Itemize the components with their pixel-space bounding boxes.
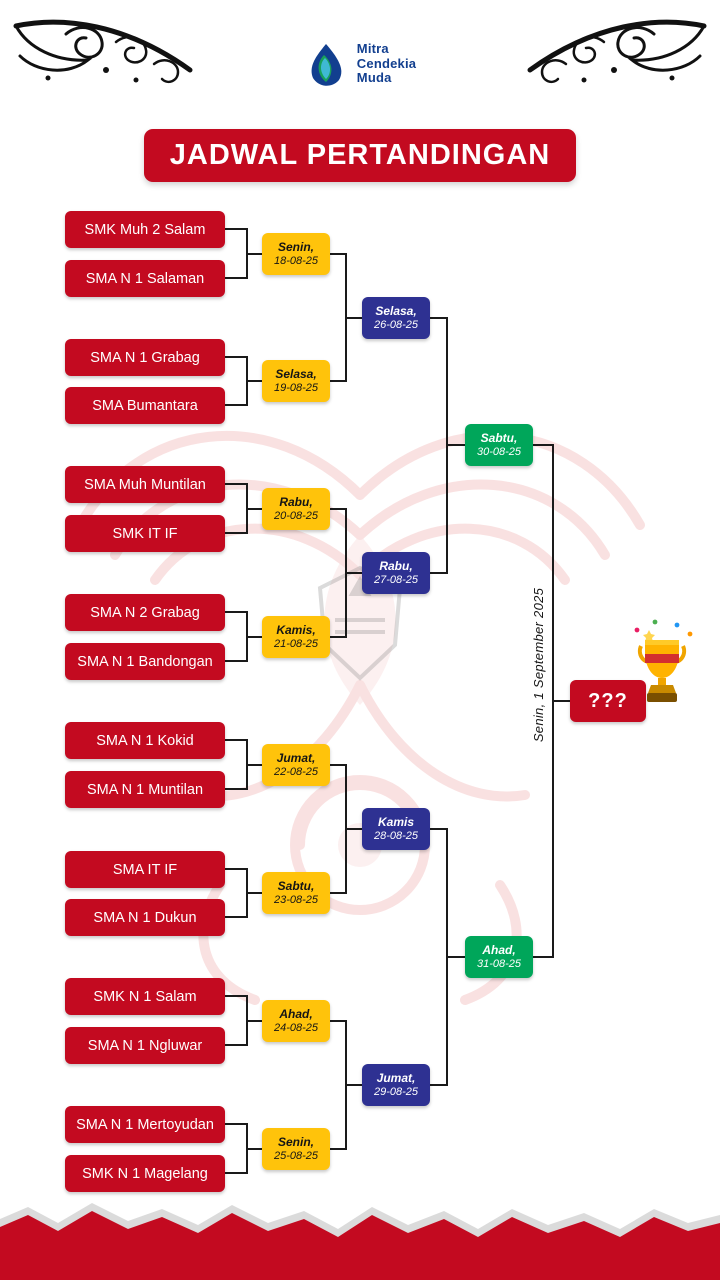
round2-match-box: Jumat,29-08-25 xyxy=(362,1064,430,1106)
match-day: Senin, xyxy=(277,1134,314,1149)
match-day: Rabu, xyxy=(379,558,413,573)
title-banner: JADWAL PERTANDINGAN xyxy=(144,129,576,182)
match-day: Selasa, xyxy=(375,303,417,318)
team-name: SMK IT IF xyxy=(112,525,178,542)
match-day: Ahad, xyxy=(482,942,516,957)
team-box: SMA N 2 Grabag xyxy=(65,594,225,631)
match-date: 29-08-25 xyxy=(373,1085,419,1098)
team-box: SMA N 1 Ngluwar xyxy=(65,1027,225,1064)
team-box: SMA N 1 Grabag xyxy=(65,339,225,376)
team-name: SMA N 2 Grabag xyxy=(90,604,200,621)
page-title: JADWAL PERTANDINGAN xyxy=(169,139,551,171)
match-day: Ahad, xyxy=(279,1006,313,1021)
match-day: Sabtu, xyxy=(277,878,315,893)
team-name: SMA Bumantara xyxy=(92,397,198,414)
match-date: 25-08-25 xyxy=(273,1149,319,1162)
team-name: SMK N 1 Magelang xyxy=(82,1165,208,1182)
match-day: Rabu, xyxy=(279,494,313,509)
organizer-logo: Mitra Cendekia Muda xyxy=(0,42,720,86)
team-name: SMA N 1 Muntilan xyxy=(86,781,204,798)
match-day: Selasa, xyxy=(275,366,317,381)
match-date: 20-08-25 xyxy=(273,509,319,522)
round1-match-box: Selasa,19-08-25 xyxy=(262,360,330,402)
match-day: Kamis, xyxy=(276,622,316,637)
champion-placeholder: ??? xyxy=(588,689,628,712)
logo-wordmark: Mitra Cendekia Muda xyxy=(357,42,416,86)
team-name: SMA N 1 Grabag xyxy=(90,349,200,366)
corner-flourish-left xyxy=(13,19,193,84)
trophy-icon xyxy=(634,619,693,702)
team-name: SMK N 1 Salam xyxy=(93,988,197,1005)
team-name: SMA N 1 Kokid xyxy=(96,732,194,749)
team-box: SMA N 1 Muntilan xyxy=(65,771,225,808)
team-box: SMA Muh Muntilan xyxy=(65,466,225,503)
team-box: SMA IT IF xyxy=(65,851,225,888)
round1-match-box: Jumat,22-08-25 xyxy=(262,744,330,786)
match-date: 27-08-25 xyxy=(373,573,419,586)
team-box: SMA Bumantara xyxy=(65,387,225,424)
logo-line-3: Muda xyxy=(356,70,392,86)
round1-match-box: Sabtu,23-08-25 xyxy=(262,872,330,914)
team-box: SMA N 1 Mertoyudan xyxy=(65,1106,225,1143)
team-name: SMK Muh 2 Salam xyxy=(84,221,206,238)
semifinal-match-box: Ahad,31-08-25 xyxy=(465,936,533,978)
team-name: SMA IT IF xyxy=(112,861,178,878)
team-box: SMK Muh 2 Salam xyxy=(65,211,225,248)
champion-box: ??? xyxy=(570,680,646,722)
team-box: SMK N 1 Magelang xyxy=(65,1155,225,1192)
team-name: SMA Muh Muntilan xyxy=(84,476,206,493)
match-day: Senin, xyxy=(277,239,314,254)
round2-match-box: Rabu,27-08-25 xyxy=(362,552,430,594)
match-day: Jumat, xyxy=(276,750,316,765)
team-name: SMA N 1 Salaman xyxy=(85,270,205,287)
match-day: Sabtu, xyxy=(480,430,518,445)
match-date: 19-08-25 xyxy=(273,381,319,394)
final-date-label: Senin, 1 September 2025 xyxy=(531,587,546,743)
semifinal-match-box: Sabtu,30-08-25 xyxy=(465,424,533,466)
match-date: 24-08-25 xyxy=(273,1021,319,1034)
logo-line-1: Mitra xyxy=(356,41,389,57)
team-name: SMA N 1 Ngluwar xyxy=(87,1037,203,1054)
team-box: SMK N 1 Salam xyxy=(65,978,225,1015)
team-name: SMA N 1 Dukun xyxy=(93,909,197,926)
team-box: SMA N 1 Kokid xyxy=(65,722,225,759)
round1-match-box: Senin,18-08-25 xyxy=(262,233,330,275)
round2-match-box: Selasa,26-08-25 xyxy=(362,297,430,339)
match-date: 31-08-25 xyxy=(476,957,522,970)
match-day: Kamis xyxy=(377,814,415,829)
round1-match-box: Ahad,24-08-25 xyxy=(262,1000,330,1042)
round1-match-box: Rabu,20-08-25 xyxy=(262,488,330,530)
corner-flourish-right xyxy=(527,19,707,84)
match-date: 28-08-25 xyxy=(373,829,419,842)
team-box: SMA N 1 Bandongan xyxy=(65,643,225,680)
match-day: Jumat, xyxy=(376,1070,416,1085)
logo-line-2: Cendekia xyxy=(356,55,417,71)
round1-match-box: Kamis,21-08-25 xyxy=(262,616,330,658)
team-box: SMK IT IF xyxy=(65,515,225,552)
match-date: 22-08-25 xyxy=(273,765,319,778)
match-date: 26-08-25 xyxy=(373,318,419,331)
team-name: SMA N 1 Bandongan xyxy=(77,653,213,670)
round1-match-box: Senin,25-08-25 xyxy=(262,1128,330,1170)
match-date: 23-08-25 xyxy=(273,893,319,906)
match-date: 18-08-25 xyxy=(273,254,319,267)
match-date: 30-08-25 xyxy=(476,445,522,458)
match-date: 21-08-25 xyxy=(273,637,319,650)
logo-drop-icon xyxy=(311,44,342,86)
team-box: SMA N 1 Dukun xyxy=(65,899,225,936)
team-box: SMA N 1 Salaman xyxy=(65,260,225,297)
torn-paper-edge xyxy=(0,1203,720,1280)
team-name: SMA N 1 Mertoyudan xyxy=(76,1116,214,1133)
